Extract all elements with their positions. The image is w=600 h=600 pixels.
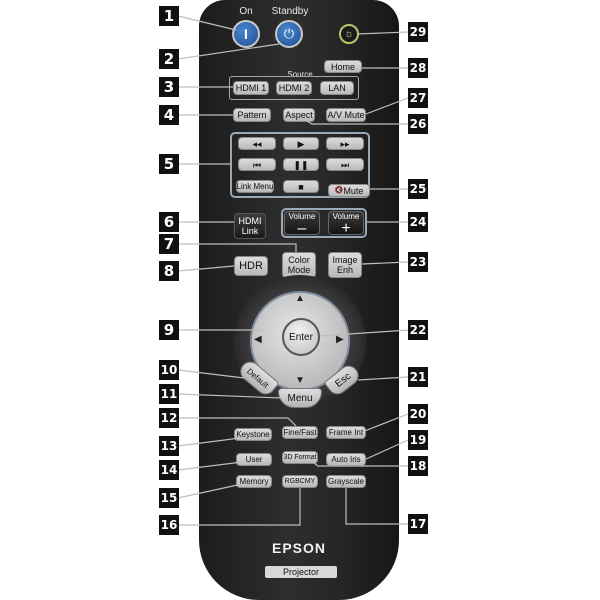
arrow-up-icon[interactable]: ▲ [295,294,305,304]
callout-12: 12 [159,408,179,428]
mute-button[interactable]: 🔇Mute [328,184,370,197]
callout-28: 28 [408,58,428,78]
image-enh-button[interactable]: Image Enh [328,252,362,278]
grayscale-button[interactable]: Grayscale [326,475,366,488]
callout-19: 19 [408,430,428,450]
on-label: On [236,6,256,17]
callout-11: 11 [159,384,179,404]
callout-23: 23 [408,252,428,272]
callout-21: 21 [408,367,428,387]
image-enh-line2: Enh [337,265,353,275]
hdmi2-button[interactable]: HDMI 2 [276,81,312,95]
callout-14: 14 [159,460,179,480]
pause-button[interactable]: ❚❚ [283,158,319,171]
callout-8: 8 [159,261,179,281]
callout-5: 5 [159,154,179,174]
av-mute-button[interactable]: A/V Mute [326,108,366,122]
link-menu-button[interactable]: Link Menu [236,180,274,193]
play-button[interactable]: ▶ [283,137,319,150]
enter-button[interactable]: Enter [282,318,320,356]
product-label: Projector [265,566,337,578]
callout-1: 1 [159,6,179,26]
callout-10: 10 [159,360,179,380]
callout-16: 16 [159,515,179,535]
callout-4: 4 [159,105,179,125]
callout-27: 27 [408,88,428,108]
callout-25: 25 [408,179,428,199]
aspect-button[interactable]: Aspect [283,108,315,122]
standby-label: Standby [268,6,312,17]
hdmi-link-line1: HDMI [239,216,262,226]
callout-26: 26 [408,114,428,134]
mute-label: Mute [343,186,363,196]
volume-down-button[interactable]: Volume – [284,211,320,235]
keystone-button[interactable]: Keystone [234,428,272,441]
callout-29: 29 [408,22,428,42]
callout-2: 2 [159,49,179,69]
minus-icon: – [298,222,307,236]
fine-fast-button[interactable]: Fine/Fast [282,426,318,439]
rgbcmy-button[interactable]: RGBCMY [282,475,318,488]
3d-format-button[interactable]: 3D Format [282,451,318,464]
callout-20: 20 [408,404,428,424]
standby-button[interactable]: ⏻ [275,20,303,48]
hdmi1-button[interactable]: HDMI 1 [233,81,269,95]
home-button[interactable]: Home [324,60,362,73]
callout-18: 18 [408,456,428,476]
speaker-icon: 🔇 [335,186,344,196]
previous-button[interactable]: ⏮ [238,158,276,171]
hdmi-link-button[interactable]: HDMI Link [234,213,266,239]
callout-17: 17 [408,514,428,534]
callout-7: 7 [159,234,179,254]
callout-9: 9 [159,320,179,340]
rewind-button[interactable]: ◂◂ [238,137,276,150]
image-enh-line1: Image [332,255,357,265]
callout-15: 15 [159,488,179,508]
user-button[interactable]: User [236,453,272,466]
brand-logo: EPSON [199,540,399,556]
callout-13: 13 [159,436,179,456]
callout-22: 22 [408,320,428,340]
light-icon[interactable]: ☼ [339,24,359,44]
callout-6: 6 [159,212,179,232]
fast-forward-button[interactable]: ▸▸ [326,137,364,150]
stop-button[interactable]: ■ [283,180,319,193]
auto-iris-button[interactable]: Auto Iris [326,453,366,466]
on-button[interactable]: I [232,20,260,48]
next-button[interactable]: ⏭ [326,158,364,171]
hdr-button[interactable]: HDR [234,256,268,276]
arrow-left-icon[interactable]: ◀ [254,335,262,345]
arrow-right-icon[interactable]: ▶ [336,335,344,345]
callout-3: 3 [159,77,179,97]
memory-button[interactable]: Memory [236,475,272,488]
volume-up-button[interactable]: Volume + [328,211,364,235]
lan-button[interactable]: LAN [320,81,354,95]
color-mode-line1: Color [288,255,310,265]
frame-int-button[interactable]: Frame Int [326,426,366,439]
arrow-down-icon[interactable]: ▼ [295,376,305,386]
plus-icon: + [341,222,350,236]
color-mode-line2: Mode [288,265,311,275]
hdmi-link-line2: Link [242,226,259,236]
callout-24: 24 [408,212,428,232]
pattern-button[interactable]: Pattern [233,108,271,122]
